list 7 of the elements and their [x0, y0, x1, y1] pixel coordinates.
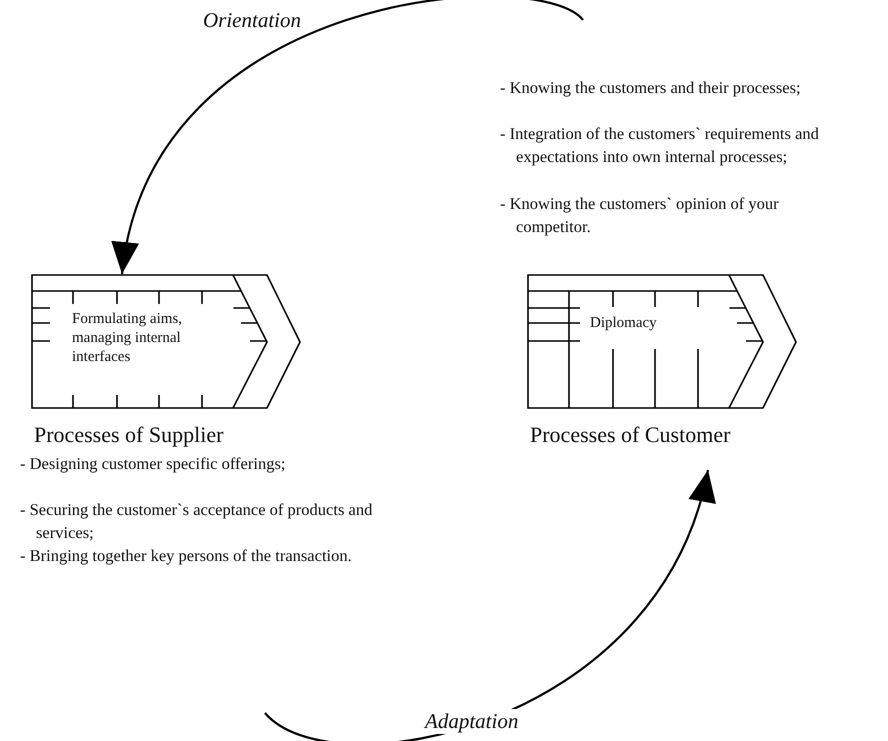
bullet-item: - Integration of the customers` requirements and expectations into own internal processes; — [500, 123, 820, 168]
bullet-item: - Securing the customer`s acceptance of products and services; — [20, 499, 374, 544]
process-caption: Processes of Supplier — [34, 422, 224, 448]
process-caption: Processes of Customer — [530, 422, 730, 448]
bullet-item: - Designing customer specific offerings; — [20, 453, 286, 475]
bullet-item: - Bringing together key persons of the transaction. — [20, 545, 353, 567]
bullet-item: - Knowing the customers and their processes; — [500, 77, 802, 99]
